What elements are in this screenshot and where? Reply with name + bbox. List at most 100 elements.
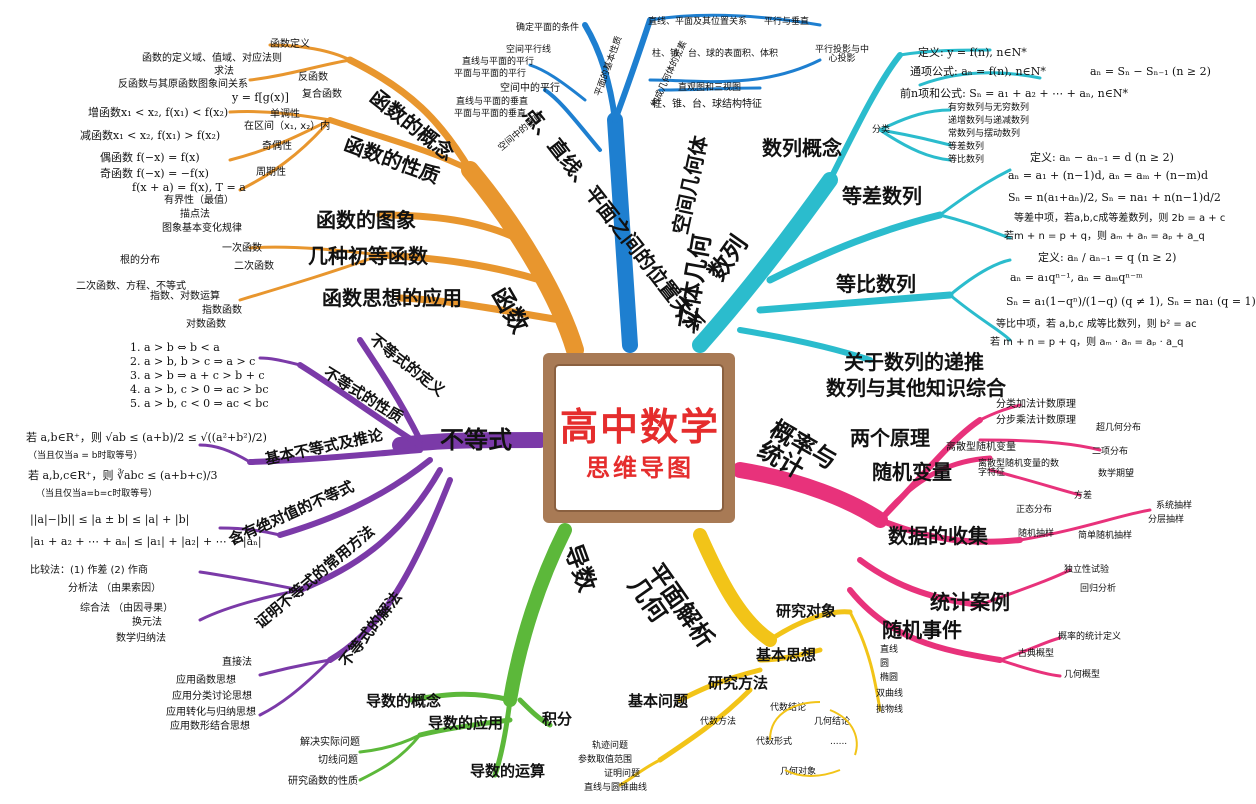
synthesis-method: 综合法 （由因寻果） [80,603,174,614]
geometric-label: 等比数列 [836,272,916,296]
sequence-concept-label: 数列概念 [762,136,842,160]
three-views: 直观图和三视图 [678,83,742,93]
center-title: 高中数学 [559,405,720,449]
probability-branch-lines [732,403,1152,678]
lines-planes-relations: 直线、平面及其位置关系 [648,17,748,27]
center-board [543,353,735,523]
locus-problem: 轨迹问题 [592,741,629,751]
variance: 方差 [1074,491,1093,501]
basic-idea-label: 基本思想 [756,646,817,664]
comparison-method: 比较法：(1) 作差 (2) 作商 [30,565,148,576]
tangent-problem: 切线问题 [318,755,358,766]
plane-conditions: 确定平面的条件 [516,23,580,33]
geom-general-term: aₙ = a₁qⁿ⁻¹, aₙ = aₘqⁿ⁻ᵐ [1010,271,1143,284]
graph-transform: 图象基本变化规律 [162,223,242,234]
geometric-type: 等比数列 [948,155,985,165]
constant-oscillating: 常数列与摆动数列 [948,129,1021,139]
ineq-prop-2: 2. a > b, b > c ⇒ a > c [130,355,256,368]
plotting-method: 描点法 [180,209,210,220]
quadratic-equation-inequality: 二次函数、方程、不等式 [76,281,186,292]
abs-ineq-1: ||a|−|b|| ≤ |a ± b| ≤ |a| + |b| [30,513,190,526]
function-idea-label: 函数思想的应用 [322,286,462,310]
algebra-form: 代数形式 [756,737,793,747]
am-gm-2-equality: （当且仅当a = b时取等号） [28,451,143,461]
object-parabola: 抛物线 [876,705,904,715]
object-hyperbola: 双曲线 [876,689,904,699]
plane-geometry-branch-lines [618,528,882,787]
linear-function: 一次函数 [222,243,262,254]
substitution-method: 换元法 [132,617,162,628]
independence-test: 独立性试验 [1064,565,1110,575]
ineq-prop-5: 5. a > b, c < 0 ⇒ ac < bc [130,397,269,410]
derivative-application-label: 导数的应用 [428,714,504,732]
normal-distribution: 正态分布 [1016,505,1053,515]
geom-mean: 等比中项，若 a,b,c 成等比数列，则 b² = ac [996,319,1197,330]
expectation: 数学期望 [1098,469,1135,479]
even-function: 偶函数 f(−x) = f(x) [100,151,200,164]
decreasing-function: 减函数x₁ < x₂, f(x₁) > f(x₂) [80,129,221,142]
center-subtitle: 思维导图 [586,454,694,482]
in-interval: 在区间（x₁, x₂）内 [244,121,331,132]
line-plane-parallel: 直线与平面的平行 [462,57,535,67]
derivative-concept-label: 导数的概念 [366,692,442,710]
real-problems: 解决实际问题 [300,737,360,748]
random-variable-label: 随机变量 [872,460,952,484]
geom-property: 若 m + n = p + q，则 aₘ · aₙ = aₚ · a_q [990,337,1184,348]
inequality-branch-label: 不等式 [440,426,512,454]
am-gm-2: 若 a,b∈R⁺，则 √ab ≤ (a+b)/2 ≤ √((a²+b²)/2) [26,431,267,444]
data-collection-label: 数据的收集 [888,524,988,548]
composite-formula: y = f[g(x)] [232,91,289,104]
parallel-perpendicular: 平行与垂直 [764,17,810,27]
function-definition: 函数定义 [270,39,310,50]
proof-problem: 证明问题 [604,769,641,779]
line-plane-perpendicular: 直线与平面的垂直 [456,97,529,107]
induction-method: 数学归纳法 [116,633,166,644]
arithmetic-type: 等差数列 [948,142,985,152]
addition-principle: 分类加法计数原理 [996,399,1076,410]
odd-function: 奇函数 f(−x) = −f(x) [100,167,209,180]
plane-plane-parallel: 平面与平面的平行 [454,69,527,79]
discrete-random-variable: 离散型随机变量 [946,442,1016,453]
function-graph-label: 函数的图象 [316,208,416,232]
exponential-function: 指数函数 [202,305,242,316]
general-term: 通项公式: aₙ = f(n), n∈N* [910,65,1046,78]
ineq-prop-1: 1. a > b ⇔ b < a [130,341,220,354]
systematic-sampling: 系统抽样 [1156,501,1193,511]
numeric-features: 离散型随机变量的数字特征 [978,459,1060,478]
increasing-decreasing: 递增数列与递减数列 [948,116,1030,126]
hypergeometric: 超几何分布 [1096,423,1142,433]
direct-method: 直接法 [222,657,252,668]
method-cycle-arrows [769,701,858,777]
periodicity: 周期性 [256,167,286,178]
simple-random-sampling: 简单随机抽样 [1078,531,1133,541]
statistics-case-label: 统计案例 [930,590,1010,614]
function-elementary-label: 几种初等函数 [308,244,428,268]
solid-structure: 柱、锥、台、球结构特征 [652,99,762,110]
term-from-sum: aₙ = Sₙ − Sₙ₋₁ (n ≥ 2) [1090,65,1211,78]
function-method: 求法 [214,66,234,77]
logarithmic-function: 对数函数 [186,319,226,330]
function-thought: 应用函数思想 [176,675,236,686]
statistical-probability: 概率的统计定义 [1058,632,1122,642]
increasing-function: 增函数x₁ < x₂, f(x₁) < f(x₂) [88,106,229,119]
analysis-method: 分析法 （由果索因） [68,583,162,594]
sequence-definition: 定义: y = f(n), n∈N* [918,46,1027,59]
ineq-prop-4: 4. a > b, c > 0 ⇒ ac > bc [130,383,269,396]
stratified-sampling: 分层抽样 [1148,515,1185,525]
integral-label: 积分 [542,710,573,728]
transformation-thought: 应用转化与归纳思想 [166,707,256,718]
inverse-graph-relation: 反函数与其原函数图象间关系 [118,79,248,90]
exp-log-operations: 指数、对数运算 [150,291,220,302]
object-line: 直线 [880,645,899,655]
classification: 分类 [872,125,891,135]
sequence-branch-lines [692,48,1042,363]
sequence-integration-label: 数列与其他知识综合 [826,376,1006,400]
geometry3d-branch-lines [528,13,822,353]
finite-infinite: 有穷数列与无穷数列 [948,103,1030,113]
function-branch-lines [228,43,584,359]
composite-function: 复合函数 [302,89,342,100]
basic-problem-label: 基本问题 [628,692,689,710]
arith-definition: 定义: aₙ − aₙ₋₁ = d (n ≥ 2) [1030,151,1174,164]
binomial: 二项分布 [1092,447,1129,457]
object-circle: 圆 [880,659,890,669]
